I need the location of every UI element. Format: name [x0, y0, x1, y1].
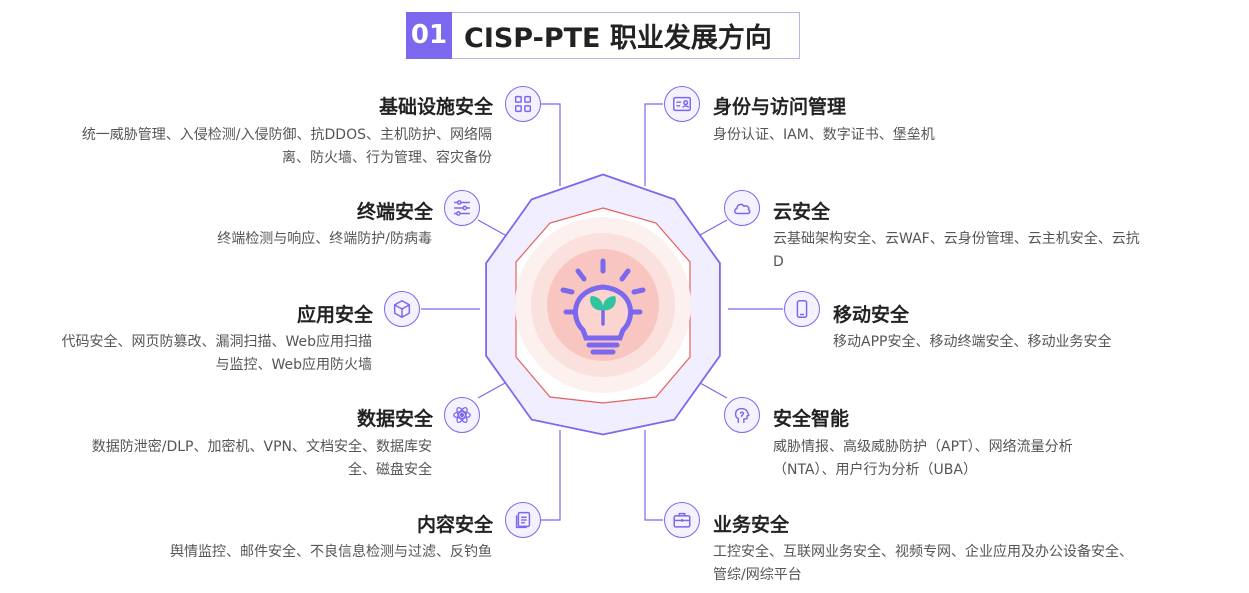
label-mobile-security: 移动安全: [833, 304, 910, 326]
label-application-security: 应用安全: [296, 304, 373, 326]
desc-line: 管综/网综平台: [713, 567, 802, 583]
label-content-security: 内容安全: [416, 514, 493, 536]
desc-cloud-security: 云基础架构安全、云WAF、云身份管理、云主机安全、云抗 D: [773, 228, 1140, 274]
desc-line: 全、磁盘安全: [348, 462, 432, 478]
desc-infrastructure-security: 统一威胁管理、入侵检测/入侵防御、抗DDOS、主机防护、网络隔 离、防火墙、行为…: [82, 124, 492, 170]
desc-endpoint-security: 终端检测与响应、终端防护/防病毒: [217, 228, 432, 251]
connector-identity: [644, 103, 663, 186]
desc-security-intelligence: 威胁情报、高级威胁防护（APT）、网络流量分析 （NTA）、用户行为分析（UBA…: [773, 436, 1073, 482]
label-infrastructure-security: 基础设施安全: [378, 96, 493, 118]
connector-endpoint: [477, 219, 506, 236]
desc-line: 代码安全、网页防篡改、漏洞扫描、Web应用扫描: [61, 334, 372, 350]
desc-line: 身份认证、IAM、数字证书、堡垒机: [713, 127, 935, 143]
desc-line: 云基础架构安全、云WAF、云身份管理、云主机安全、云抗: [773, 231, 1140, 247]
sprout-icon: [590, 296, 616, 326]
desc-line: 舆情监控、邮件安全、不良信息检测与过滤、反钓鱼: [170, 544, 492, 560]
desc-identity-access-management: 身份认证、IAM、数字证书、堡垒机: [713, 124, 935, 147]
cloud-icon: [724, 190, 760, 226]
desc-line: （NTA）、用户行为分析（UBA）: [773, 462, 977, 478]
phone-icon: [784, 291, 820, 327]
desc-line: 威胁情报、高级威胁防护（APT）、网络流量分析: [773, 439, 1073, 455]
connector-content: [541, 430, 561, 521]
desc-line: 工控安全、互联网业务安全、视频专网、企业应用及办公设备安全、: [713, 544, 1133, 560]
connector-infrastructure: [541, 103, 561, 186]
page-title: CISP-PTE 职业发展方向: [464, 23, 772, 54]
desc-business-security: 工控安全、互联网业务安全、视频专网、企业应用及办公设备安全、 管综/网综平台: [713, 541, 1133, 587]
label-identity-access-management: 身份与访问管理: [713, 96, 847, 118]
connector-cloud: [699, 219, 728, 236]
label-endpoint-security: 终端安全: [356, 201, 433, 223]
desc-data-security: 数据防泄密/DLP、加密机、VPN、文档安全、数据库安 全、磁盘安全: [92, 436, 432, 482]
atom-icon: [444, 397, 480, 433]
documents-icon: [505, 502, 541, 538]
briefcase-icon: [664, 502, 700, 538]
cube-icon: [384, 291, 420, 327]
desc-line: 统一威胁管理、入侵检测/入侵防御、抗DDOS、主机防护、网络隔: [81, 127, 492, 143]
desc-application-security: 代码安全、网页防篡改、漏洞扫描、Web应用扫描 与监控、Web应用防火墙: [61, 331, 372, 377]
brain-icon: [724, 397, 760, 433]
grid-icon: [505, 86, 541, 122]
desc-line: 终端检测与响应、终端防护/防病毒: [217, 231, 432, 247]
desc-line: D: [773, 254, 784, 270]
connector-lines: [421, 103, 783, 521]
label-business-security: 业务安全: [713, 514, 790, 536]
title-box: 01 CISP-PTE 职业发展方向: [406, 11, 800, 59]
desc-line: 与监控、Web应用防火墙: [215, 357, 372, 373]
connector-data: [477, 382, 506, 399]
title-number: 01: [406, 11, 452, 59]
sliders-icon: [444, 190, 480, 226]
desc-line: 离、防火墙、行为管理、容灾备份: [282, 150, 492, 166]
desc-mobile-security: 移动APP安全、移动终端安全、移动业务安全: [833, 331, 1111, 354]
label-data-security: 数据安全: [356, 408, 433, 430]
label-security-intelligence: 安全智能: [773, 408, 850, 430]
id-card-icon: [664, 86, 700, 122]
desc-line: 移动APP安全、移动终端安全、移动业务安全: [833, 334, 1112, 350]
desc-content-security: 舆情监控、邮件安全、不良信息检测与过滤、反钓鱼: [170, 541, 492, 564]
label-cloud-security: 云安全: [773, 201, 831, 223]
connector-business: [644, 430, 663, 521]
desc-line: 数据防泄密/DLP、加密机、VPN、文档安全、数据库安: [91, 439, 432, 455]
connector-intelligence: [699, 382, 728, 399]
